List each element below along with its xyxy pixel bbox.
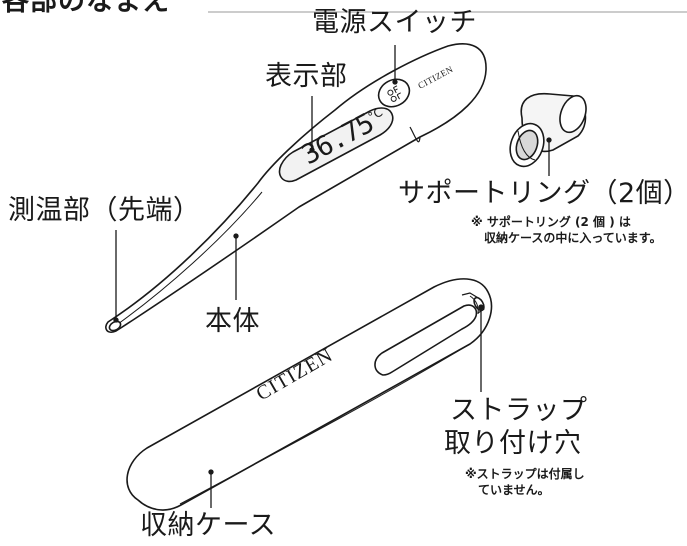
- thermometer-body: [105, 43, 487, 333]
- power-switch-on-off-icon: [387, 85, 401, 102]
- section-title: 各部のなまえ: [2, 0, 170, 17]
- power-button: [377, 78, 411, 108]
- case-clip: [374, 304, 478, 376]
- lcd-unit: °C: [366, 105, 385, 124]
- note-support-ring-line2: 収納ケースの中に入っています。: [484, 231, 662, 246]
- label-strap-hole-line2: 取り付け穴: [444, 428, 582, 459]
- label-display: 表示部: [265, 61, 348, 92]
- label-case: 収納ケース: [140, 510, 277, 541]
- note-strap-line1: ※ストラップは付属し: [465, 467, 585, 481]
- storage-case: [126, 278, 493, 511]
- sensor-tip-shape: [108, 320, 122, 332]
- note-support-ring-line1: ※ サポートリング (2 個 ) は: [471, 215, 631, 229]
- support-ring: [509, 92, 587, 168]
- label-body: 本体: [205, 306, 260, 337]
- display-window: [278, 107, 394, 183]
- note-support-ring: ※ サポートリング (2 個 ) は 収納ケースの中に入っています。: [471, 214, 662, 246]
- note-strap-line2: ていません。: [478, 483, 550, 498]
- label-sensor-tip: 測温部（先端）: [8, 195, 201, 226]
- label-power-switch: 電源スイッチ: [312, 7, 477, 38]
- label-strap-hole-line1: ストラップ: [450, 395, 588, 426]
- label-support-ring: サポートリング（2個）: [398, 178, 687, 209]
- note-strap: ※ストラップは付属し ていません。: [465, 466, 585, 498]
- callout-lines: [113, 45, 552, 508]
